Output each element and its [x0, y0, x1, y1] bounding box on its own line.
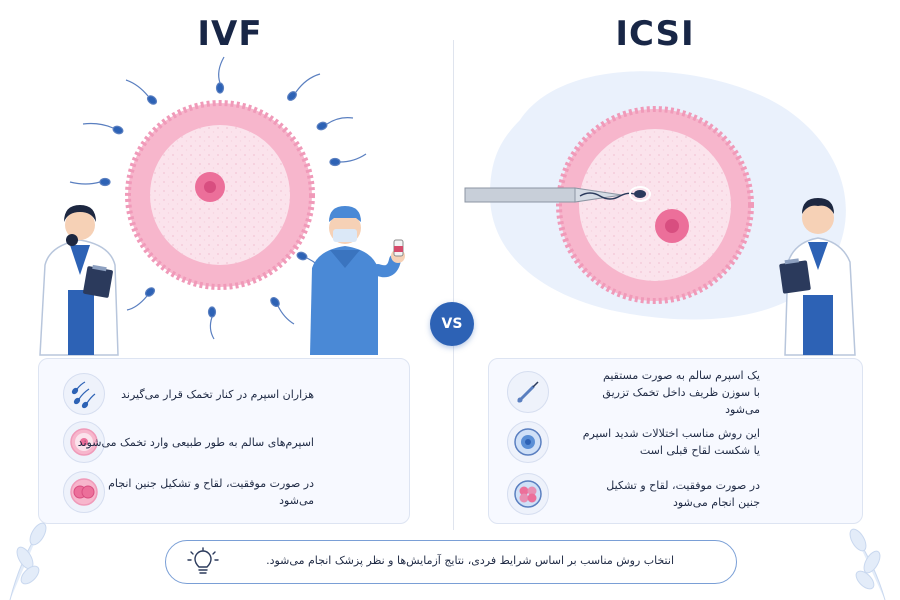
lightbulb-icon — [187, 547, 219, 574]
ivf-egg — [125, 100, 315, 290]
icsi-step-3: در صورت موفقیت، لقاح و تشکیل جنین انجام … — [489, 469, 862, 519]
icsi-egg — [556, 106, 754, 304]
male-surgeon-illustration — [310, 206, 405, 355]
ivf-sperm-cells — [69, 56, 367, 340]
icsi-steps-card: یک اسپرم سالم به صورت مستقیم با سوزن ظری… — [488, 358, 863, 524]
embryo-icon — [63, 471, 105, 513]
icsi-needle — [464, 186, 651, 203]
icsi-step-2: این روش مناسب اختلالات شدید اسپرم یا شکس… — [489, 417, 862, 467]
ivf-steps-card: هزاران اسپرم در کنار تخمک قرار می‌گیرند … — [38, 358, 410, 524]
ivf-step-2: اسپرم‌های سالم به طور طبیعی وارد تخمک می… — [39, 417, 409, 467]
center-divider — [453, 40, 454, 530]
icsi-step-2-text: این روش مناسب اختلالات شدید اسپرم یا شکس… — [582, 427, 760, 457]
ivf-step-1-text: هزاران اسپرم در کنار تخمک قرار می‌گیرند — [121, 387, 314, 401]
female-doctor-illustration — [39, 205, 119, 356]
illustration-scene — [39, 56, 856, 356]
needle-icon — [507, 371, 549, 413]
leaf-decoration-right — [849, 528, 886, 600]
ivf-step-2-text: اسپرم‌های سالم به طور طبیعی وارد تخمک می… — [77, 435, 314, 449]
vs-badge: VS — [430, 302, 474, 346]
ivf-step-3: در صورت موفقیت، لقاح و تشکیل جنین انجام … — [39, 467, 409, 517]
leaf-decoration-left — [9, 522, 47, 600]
male-doctor-illustration — [779, 198, 856, 356]
icsi-title: ICSI — [615, 14, 695, 54]
footer-text: انتخاب روش مناسب بر اساس شرایط فردی، نتا… — [266, 554, 674, 567]
footer-note: انتخاب روش مناسب بر اساس شرایط فردی، نتا… — [165, 540, 737, 584]
cell-icon — [507, 421, 549, 463]
icsi-step-1-text: یک اسپرم سالم به صورت مستقیم با سوزن ظری… — [602, 368, 760, 416]
ivf-step-3-text: در صورت موفقیت، لقاح و تشکیل جنین انجام … — [108, 477, 314, 507]
egg-icon — [63, 421, 105, 463]
embryo-cells-icon — [507, 473, 549, 515]
icsi-step-3-text: در صورت موفقیت، لقاح و تشکیل جنین انجام … — [606, 479, 760, 509]
icsi-step-1: یک اسپرم سالم به صورت مستقیم با سوزن ظری… — [489, 367, 862, 417]
ivf-title: IVF — [197, 14, 263, 54]
sperm-icon — [63, 373, 105, 415]
ivf-step-1: هزاران اسپرم در کنار تخمک قرار می‌گیرند — [39, 369, 409, 419]
